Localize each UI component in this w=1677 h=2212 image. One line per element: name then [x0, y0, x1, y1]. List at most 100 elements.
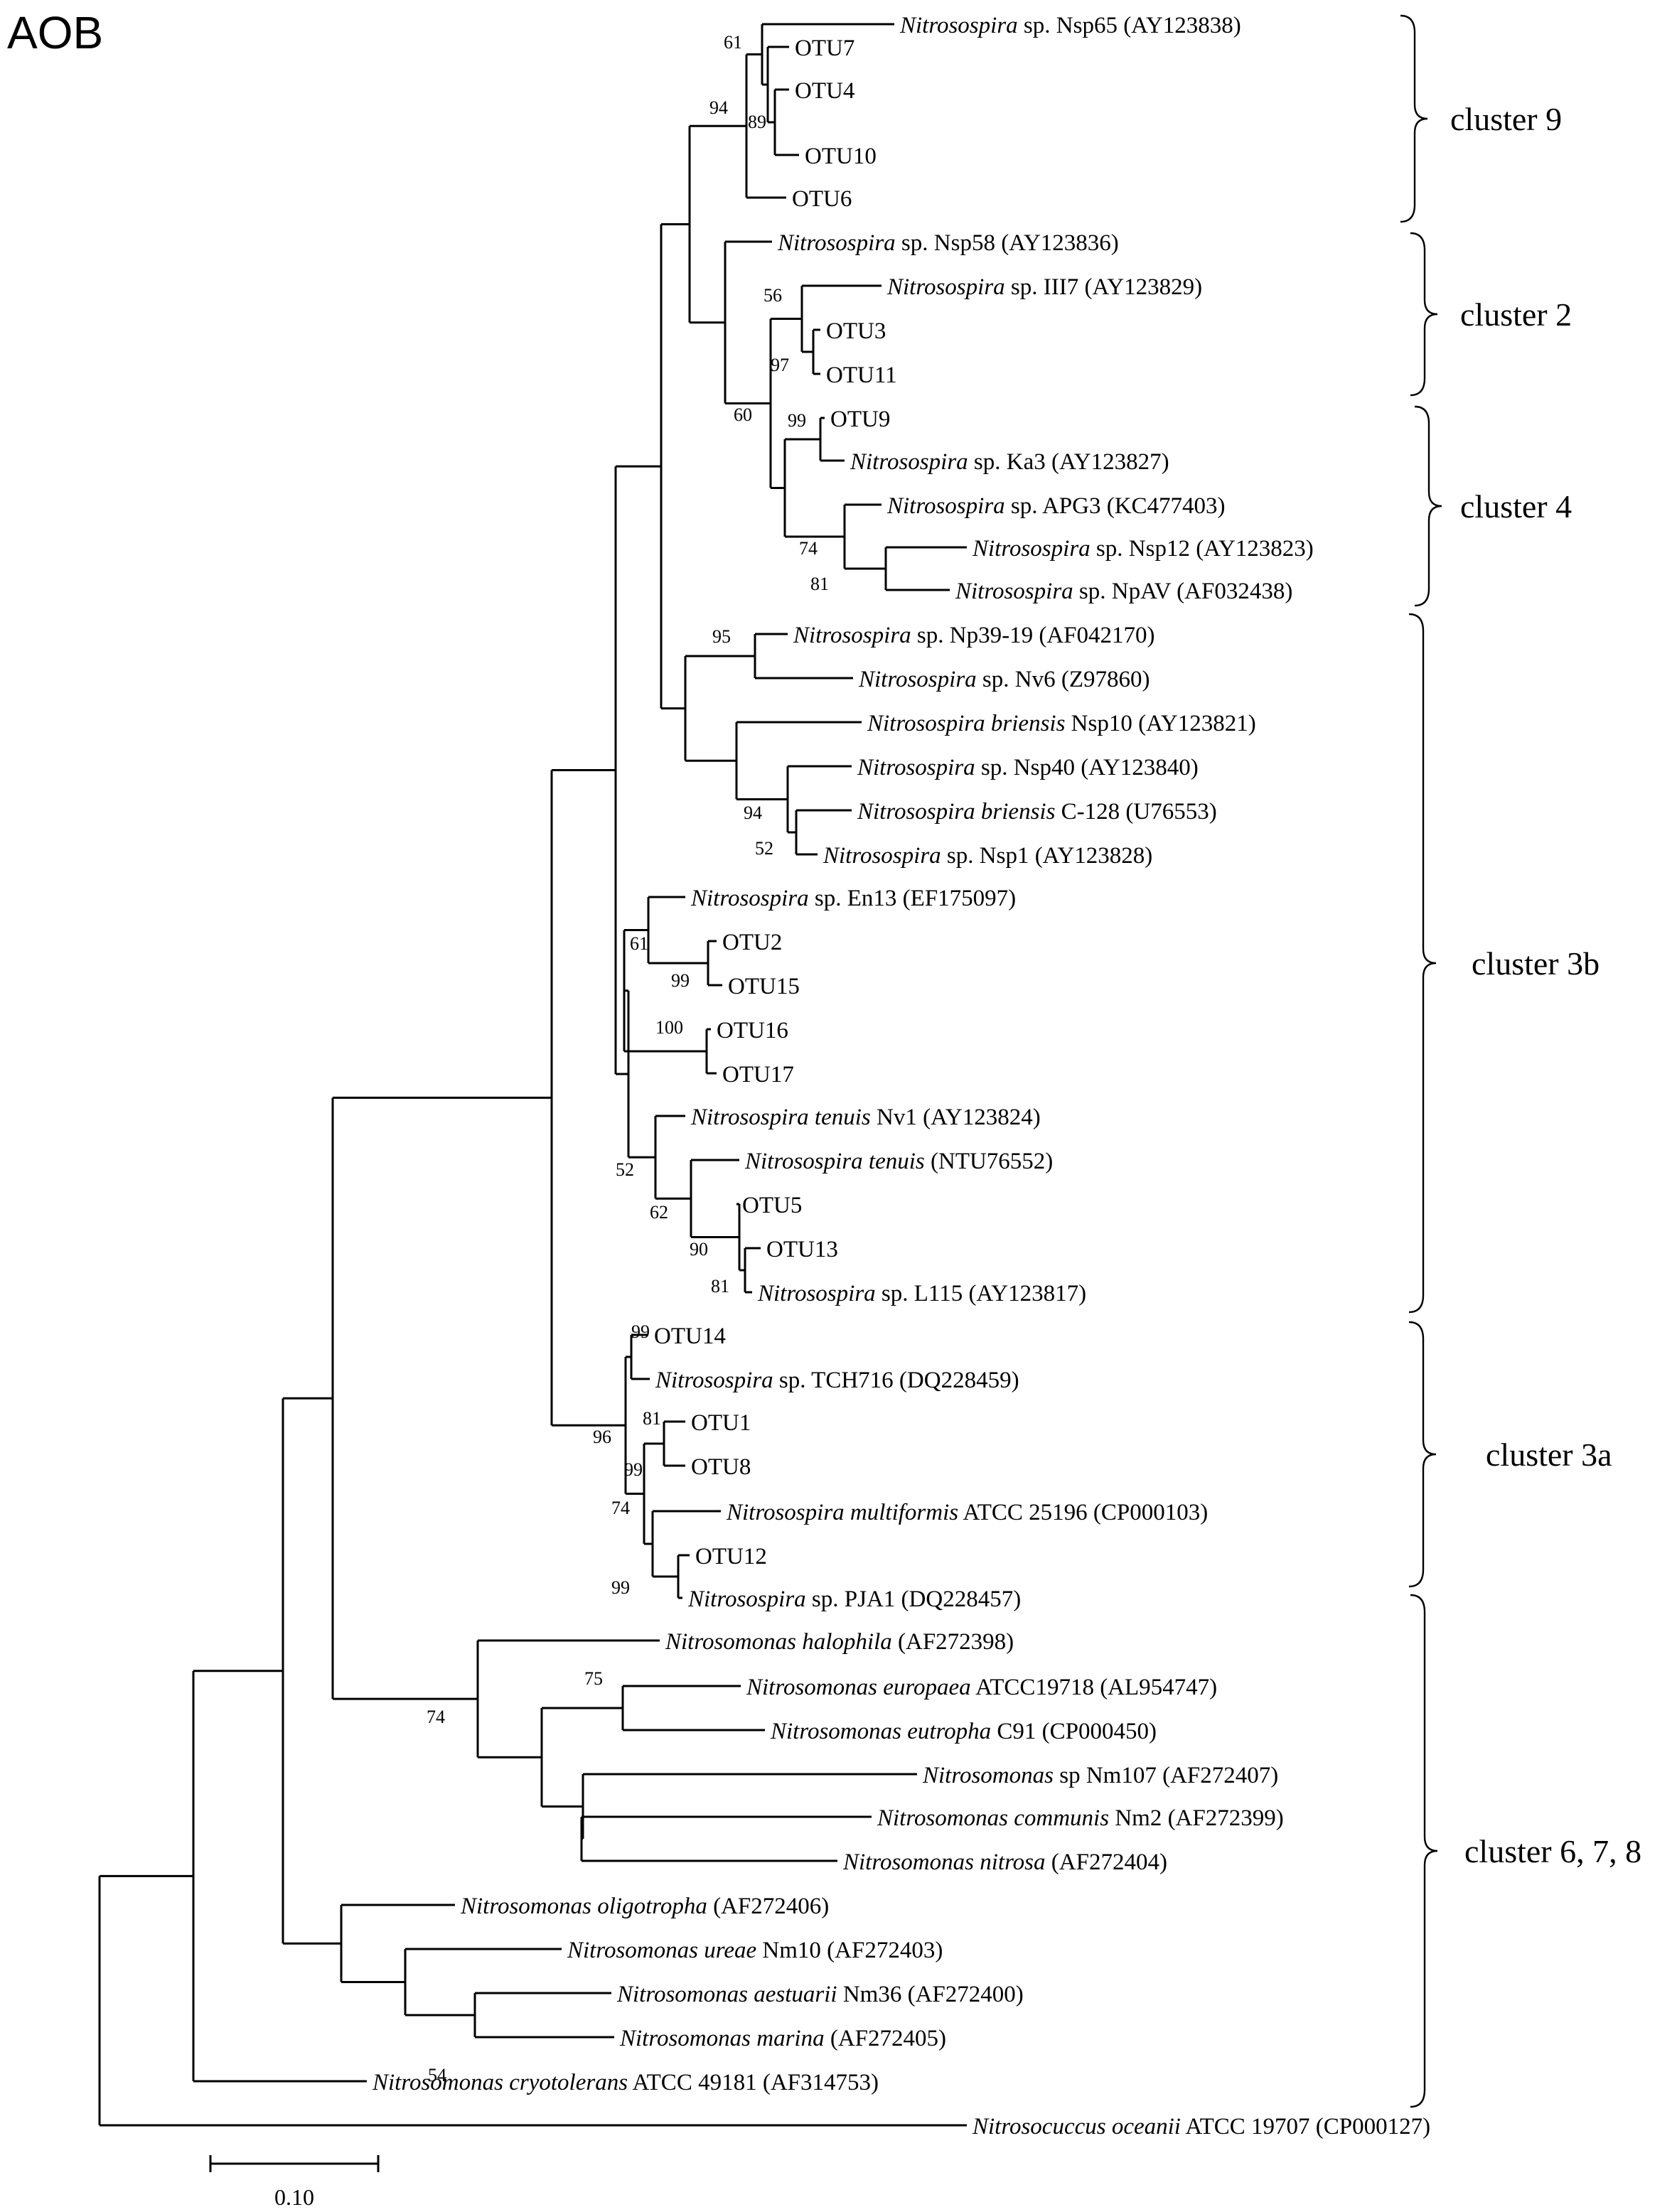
leaf-label: Nitrosospira briensis C-128 (U76553) [857, 799, 1217, 825]
leaf-genus: Nitrosomonas [922, 1763, 1054, 1788]
leaf-detail: sp. Nsp40 (AY123840) [975, 755, 1199, 780]
bootstrap-value: 99 [624, 1459, 643, 1480]
leaf-label: Nitrosospira sp. TCH716 (DQ228459) [655, 1368, 1019, 1393]
leaf-detail: sp. Nv6 (Z97860) [977, 667, 1150, 692]
leaf-detail: OTU16 [717, 1018, 788, 1043]
leaf-detail: sp Nm107 (AF272407) [1054, 1763, 1278, 1788]
leaf-genus: Nitrosomonas cryotolerans [372, 2070, 628, 2095]
leaf-detail: ATCC 25196 (CP000103) [958, 1500, 1208, 1525]
leaf-detail: sp. TCH716 (DQ228459) [773, 1368, 1019, 1393]
leaf-detail: OTU11 [826, 363, 897, 388]
leaf-label: Nitrosospira briensis Nsp10 (AY123821) [867, 711, 1256, 736]
leaf-label: Nitrosospira tenuis (NTU76552) [744, 1149, 1053, 1174]
bootstrap-value: 52 [616, 1159, 634, 1180]
leaf-label: OTU4 [795, 78, 854, 104]
leaf-label: Nitrosomonas eutropha C91 (CP000450) [770, 1719, 1157, 1744]
leaf-label: Nitrosomonas marina (AF272405) [619, 2026, 946, 2051]
bootstrap-value: 56 [764, 285, 782, 306]
leaf-genus: Nitrosospira tenuis [744, 1149, 925, 1174]
bootstrap-value: 90 [690, 1239, 708, 1260]
leaf-genus: Nitrosospira [858, 667, 977, 692]
leaf-genus: Nitrosospira [687, 1586, 806, 1612]
bootstrap-value: 100 [655, 1017, 683, 1038]
bootstrap-value: 52 [755, 838, 773, 859]
leaf-detail: OTU6 [792, 186, 852, 212]
leaf-genus: Nitrosospira [886, 493, 1005, 519]
leaf-detail: sp. NpAV (AF032438) [1073, 579, 1293, 604]
leaf-genus: Nitrosospira [955, 579, 1073, 604]
leaf-detail: sp. Nsp12 (AY123823) [1091, 536, 1314, 562]
leaf-genus: Nitrosomonas aestuarii [616, 1982, 837, 2007]
leaf-label: Nitrosospira sp. Nsp12 (AY123823) [972, 536, 1314, 562]
leaf-label: OTU10 [805, 144, 877, 169]
leaf-genus: Nitrosospira [690, 886, 809, 911]
leaf-detail: sp. Np39-19 (AF042170) [911, 623, 1155, 648]
leaf-genus: Nitrosospira [972, 536, 1091, 562]
leaf-label: Nitrosocuccus oceanii ATCC 19707 (CP0001… [972, 2114, 1430, 2139]
leaf-label: Nitrosospira sp. Np39-19 (AF042170) [793, 623, 1155, 648]
leaf-detail: sp. En13 (EF175097) [809, 886, 1017, 911]
scale-bar-label: 0.10 [274, 2184, 314, 2210]
scale-bar: 0.10 [209, 2155, 380, 2210]
leaf-detail: Nm2 (AF272399) [1109, 1805, 1284, 1831]
leaf-detail: ATCC19718 (AL954747) [971, 1675, 1218, 1700]
leaf-label: Nitrosomonas nitrosa (AF272404) [842, 1849, 1167, 1875]
cluster-brace [1410, 1594, 1438, 2108]
leaf-detail: OTU14 [654, 1324, 726, 1349]
cluster-label: cluster 3a [1486, 1437, 1612, 1473]
cluster-brace [1408, 613, 1437, 1314]
bootstrap-value: 94 [709, 97, 728, 118]
leaf-detail: C-128 (U76553) [1055, 799, 1216, 825]
leaf-label: OTU1 [691, 1410, 751, 1436]
leaf-detail: sp. PJA1 (DQ228457) [806, 1586, 1022, 1612]
leaf-label: OTU17 [722, 1062, 794, 1088]
leaf-detail: (AF272405) [825, 2026, 946, 2051]
bootstrap-value: 99 [671, 970, 690, 991]
leaf-detail: (AF272398) [892, 1629, 1014, 1655]
bootstrap-value: 97 [771, 355, 789, 375]
leaf-detail: (AF272406) [707, 1894, 829, 1919]
leaf-genus: Nitrosospira [655, 1368, 773, 1393]
leaf-label: OTU8 [691, 1454, 751, 1480]
leaf-label: Nitrosospira sp. L115 (AY123817) [757, 1281, 1086, 1306]
leaf-detail: ATCC 49181 (AF314753) [628, 2070, 879, 2095]
cluster-label: cluster 2 [1460, 296, 1572, 333]
leaf-labels: Nitrosospira sp. Nsp65 (AY123838) OTU7OTU… [372, 13, 1430, 2139]
leaf-genus: Nitrosomonas communis [877, 1805, 1109, 1831]
cluster-brace [1414, 405, 1442, 607]
leaf-label: Nitrosomonas halophila (AF272398) [665, 1629, 1014, 1655]
leaf-detail: sp. III7 (AY123829) [1005, 274, 1202, 300]
leaf-detail: (AF272404) [1046, 1849, 1167, 1875]
leaf-label: OTU9 [830, 407, 890, 432]
leaf-label: Nitrosomonas ureae Nm10 (AF272403) [567, 1938, 943, 1963]
leaf-label: Nitrosospira sp. Nsp58 (AY123836) [777, 230, 1119, 256]
cluster-label: cluster 3b [1472, 945, 1600, 982]
bootstrap-value: 74 [799, 538, 818, 559]
leaf-genus: Nitrosospira tenuis [690, 1105, 871, 1130]
leaf-genus: Nitrosospira [899, 13, 1018, 38]
bootstrap-value: 81 [643, 1408, 661, 1429]
leaf-label: OTU16 [717, 1018, 788, 1043]
leaf-label: Nitrosospira sp. Nsp65 (AY123838) [899, 13, 1241, 38]
leaf-label: OTU14 [654, 1324, 726, 1349]
leaf-detail: sp. Ka3 (AY123827) [968, 449, 1169, 475]
leaf-genus: Nitrosospira multiformis [726, 1500, 958, 1525]
leaf-label: Nitrosomonas communis Nm2 (AF272399) [877, 1805, 1284, 1831]
leaf-label: Nitrosomonas sp Nm107 (AF272407) [922, 1763, 1278, 1788]
leaf-label: Nitrosospira tenuis Nv1 (AY123824) [690, 1105, 1041, 1130]
bootstrap-value: 74 [427, 1707, 445, 1727]
panel-label: AOB [7, 7, 103, 58]
leaf-label: Nitrosospira sp. PJA1 (DQ228457) [687, 1586, 1021, 1612]
bootstrap-value: 81 [711, 1276, 729, 1296]
leaf-label: Nitrosomonas europaea ATCC19718 (AL95474… [746, 1675, 1217, 1700]
leaf-detail: OTU15 [728, 974, 800, 999]
leaf-label: OTU7 [795, 36, 854, 61]
leaf-genus: Nitrosospira briensis [867, 711, 1065, 736]
leaf-detail: sp. Nsp1 (AY123828) [941, 843, 1153, 869]
leaf-genus: Nitrosospira [793, 623, 911, 648]
bootstrap-value: 99 [788, 410, 806, 431]
bootstrap-value: 99 [611, 1577, 630, 1598]
leaf-label: Nitrosospira sp. Nv6 (Z97860) [858, 667, 1150, 692]
leaf-detail: OTU17 [722, 1062, 794, 1088]
